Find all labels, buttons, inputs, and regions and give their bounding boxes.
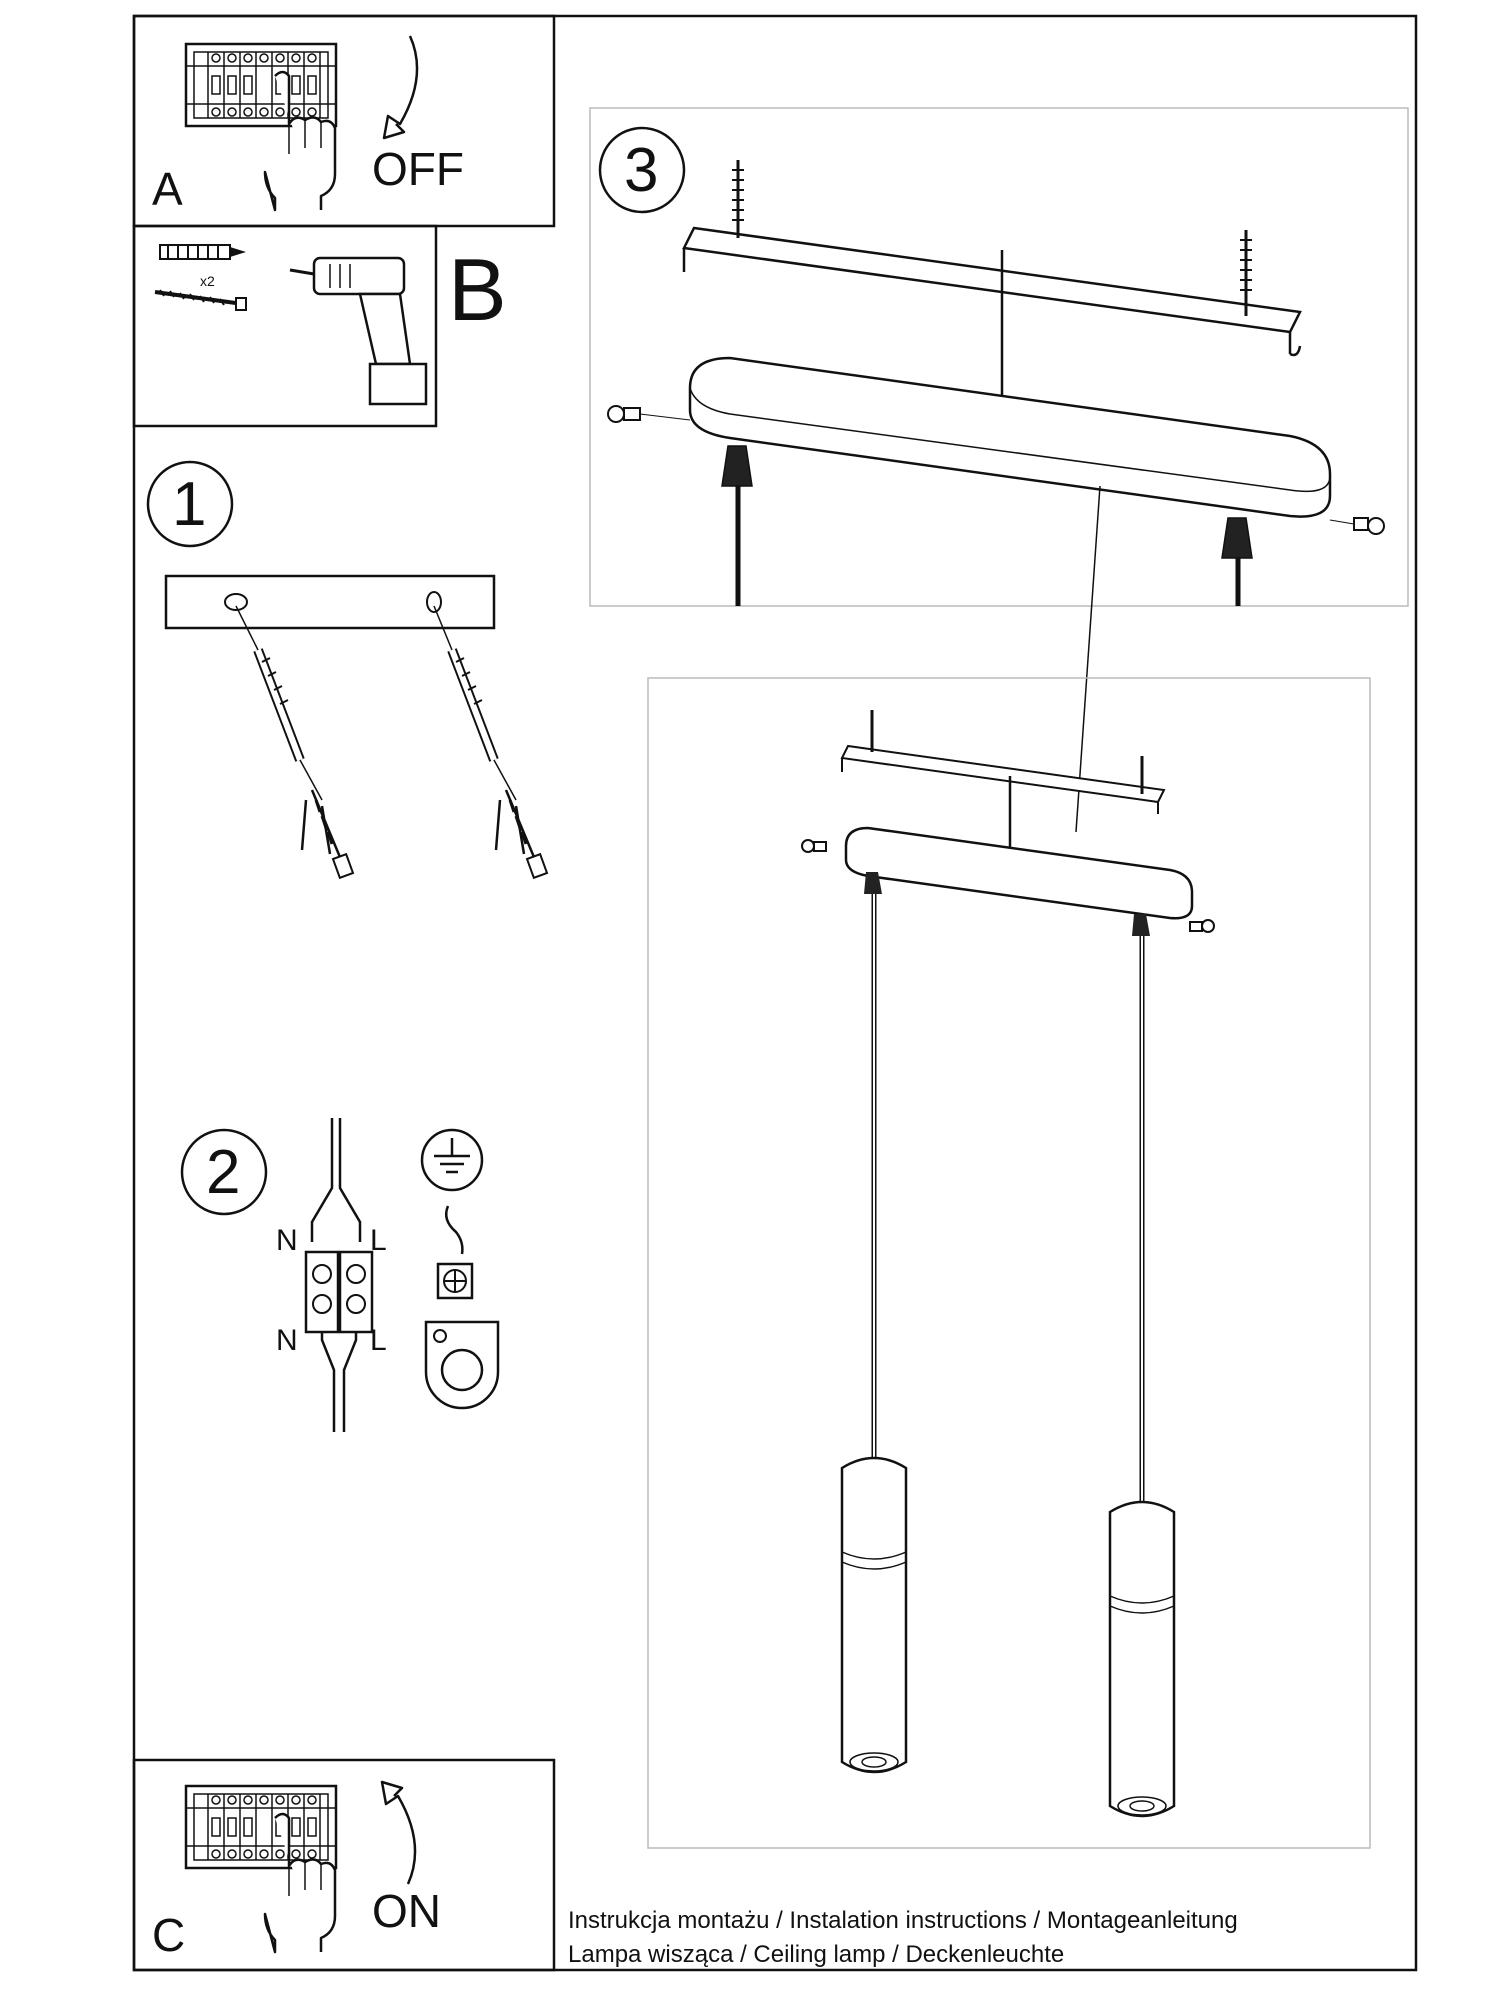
step-3-diagram (589, 107, 1409, 607)
panel-c-action: ON (372, 1885, 441, 1937)
rotate-down-arrow-icon (382, 35, 419, 140)
mounting-bracket (840, 710, 1166, 848)
page-border (132, 14, 1418, 1972)
ground-symbol-icon (420, 1128, 484, 1192)
mounting-bracket (682, 160, 1302, 357)
footer-instructions-title: Instrukcja montażu / Instalation instruc… (568, 1907, 1238, 1934)
screw-icon (1189, 919, 1215, 933)
wall-plug-icon (300, 789, 355, 880)
panel-b (132, 224, 438, 428)
panel-b-letter: B (448, 240, 507, 339)
panel-a-action: OFF (372, 143, 464, 195)
screw-icon (801, 839, 827, 853)
step-1-badge (146, 460, 234, 548)
step-2-number: 2 (206, 1138, 241, 1207)
step-1-number: 1 (172, 470, 207, 539)
screw-icon (1329, 517, 1385, 535)
lamp-shade (840, 1456, 908, 1774)
lamp-shade (1108, 1500, 1176, 1818)
footer-product-name: Lampa wisząca / Ceiling lamp / Deckenleu… (568, 1941, 1065, 1968)
lamp-assembly (647, 677, 1371, 1849)
wall-plug-icon (159, 244, 246, 260)
panel-a-letter: A (152, 163, 183, 215)
pendant-cable (871, 894, 1145, 1502)
step-3-badge (598, 126, 686, 214)
panel-c (132, 1758, 556, 1972)
live-wire-label-bottom: L (370, 1324, 387, 1357)
neutral-wire-label-bottom: N (276, 1324, 298, 1357)
mounting-bracket (164, 574, 496, 630)
circuit-breaker-icon (184, 42, 338, 128)
screw-icon (154, 289, 247, 311)
ceiling-canopy (688, 356, 1332, 518)
panel-b-quantity: x2 (200, 273, 215, 289)
neutral-wire-label-top: N (276, 1224, 298, 1257)
drill-icon (289, 256, 428, 406)
panel-a (132, 14, 556, 228)
panel-c-letter: C (152, 1909, 186, 1961)
step-2-diagram (180, 1118, 500, 1432)
live-wire-label-top: L (370, 1224, 387, 1257)
rotate-up-arrow-icon (380, 1780, 417, 1885)
step-3-number: 3 (624, 136, 659, 205)
cable-grip (721, 445, 1253, 606)
wall-plug-icon (494, 789, 549, 880)
screw-icon (607, 405, 691, 423)
ground-clamp-icon (424, 1262, 500, 1410)
detail-leader-line (1075, 485, 1101, 833)
step-1-diagram (146, 460, 549, 880)
step-2-badge (180, 1128, 268, 1216)
screw-icon (433, 605, 517, 801)
terminal-block-icon (304, 1118, 374, 1432)
screw-icon (235, 605, 323, 801)
ceiling-canopy (844, 826, 1194, 936)
circuit-breaker-icon (184, 1784, 338, 1870)
